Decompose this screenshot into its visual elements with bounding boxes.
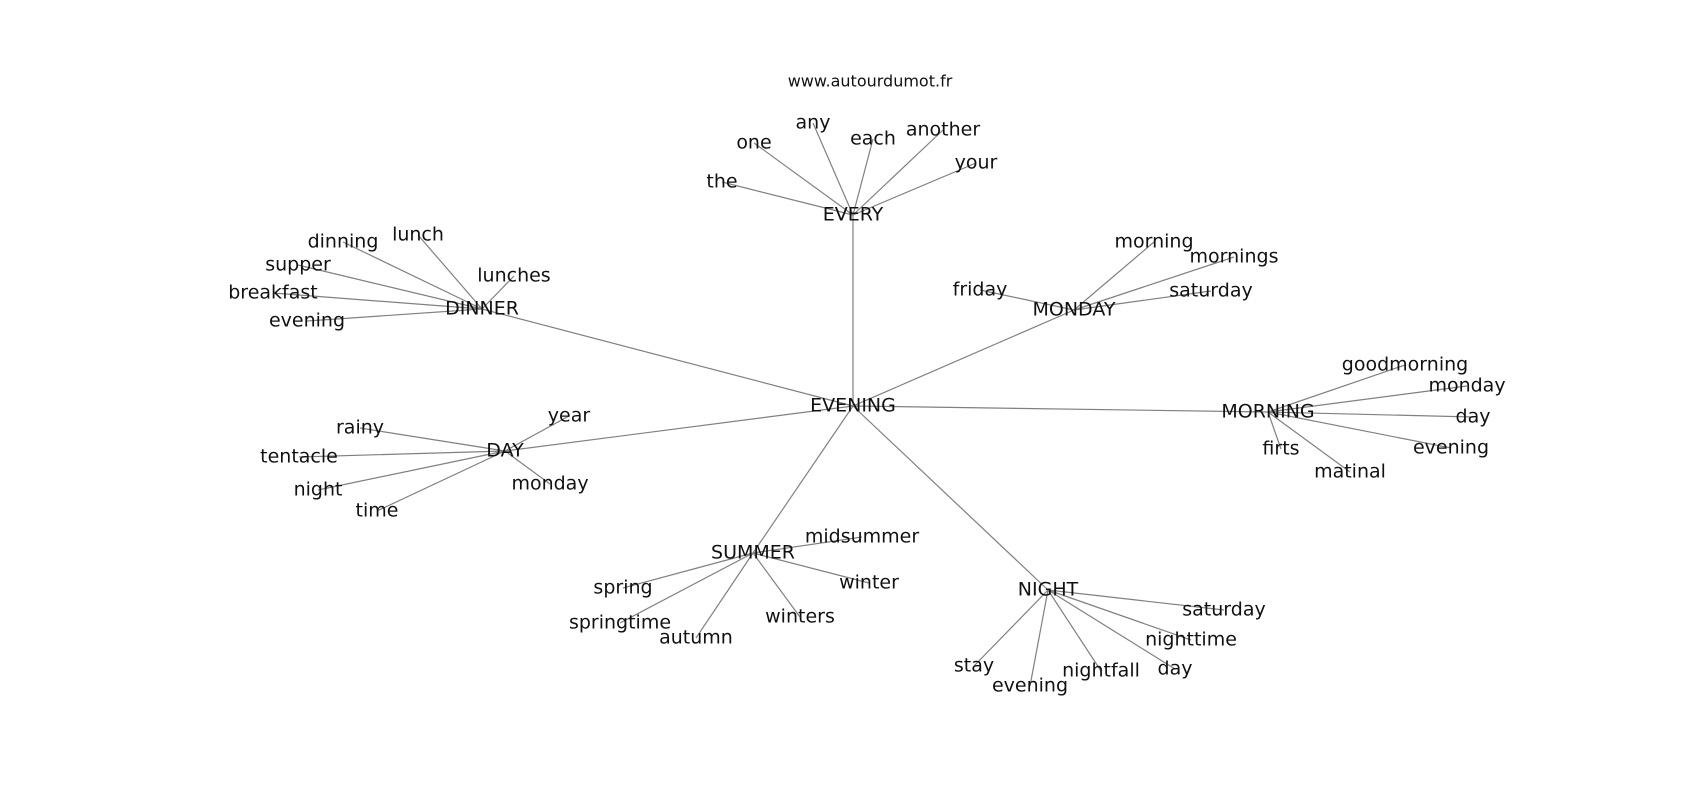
leaf-node-night-stay: stay [954, 655, 994, 677]
edge-every-another [852, 129, 944, 216]
leaf-node-morning-goodmorning: goodmorning [1342, 354, 1468, 376]
edge-night-day [1047, 589, 1176, 670]
leaf-node-dinner-lunch: lunch [392, 224, 444, 246]
leaf-node-day-tentacle: tentacle [260, 446, 338, 468]
leaf-node-night-day: day [1158, 658, 1193, 680]
edge-dinner-supper [297, 264, 483, 310]
edge-day-monday [504, 450, 551, 485]
leaf-node-every-any: any [796, 112, 831, 134]
edge-summer-autumn [695, 552, 754, 639]
edge-day-time [376, 450, 506, 512]
edge-night-nighttime [1047, 589, 1192, 641]
leaf-node-night-saturday: saturday [1182, 599, 1265, 621]
edge-summer-springtime [619, 552, 754, 624]
edge-every-your [852, 162, 977, 216]
leaf-node-day-time: time [356, 500, 399, 522]
edge-morning-day [1267, 411, 1474, 418]
hub-node-summer: SUMMER [711, 542, 795, 564]
edge-monday-morning [1073, 241, 1155, 311]
hub-node-night: NIGHT [1018, 579, 1079, 601]
edge-summer-winters [752, 552, 801, 618]
edge-morning-goodmorning [1267, 364, 1406, 413]
leaf-node-morning-matinal: matinal [1314, 461, 1386, 483]
edge-day-year [504, 415, 570, 452]
leaf-node-morning-monday: monday [1428, 375, 1505, 397]
edge-every-one [753, 142, 854, 216]
center-node: EVENING [810, 395, 896, 417]
leaf-node-monday-morning: morning [1114, 231, 1193, 253]
edge-night-evening [1029, 589, 1049, 687]
edge-center-morning [852, 405, 1269, 413]
leaf-node-dinner-evening: evening [269, 310, 345, 332]
edge-morning-monday [1267, 385, 1468, 413]
edge-dinner-lunches [481, 275, 515, 310]
leaf-node-monday-friday: friday [953, 279, 1008, 301]
edge-dinner-evening [306, 308, 483, 322]
leaf-node-summer-winter: winter [839, 572, 899, 594]
leaf-node-every-another: another [906, 119, 980, 141]
edge-summer-spring [622, 552, 754, 589]
hub-node-dinner: DINNER [445, 298, 519, 320]
leaf-node-every-one: one [736, 132, 771, 154]
edge-every-any [812, 122, 854, 216]
edge-center-summer [752, 405, 854, 554]
leaf-node-day-monday: monday [511, 473, 588, 495]
leaf-node-summer-autumn: autumn [659, 627, 733, 649]
edge-day-tentacle [298, 450, 506, 458]
edge-center-monday [852, 309, 1075, 407]
edge-day-rainy [359, 427, 506, 452]
edge-morning-matinal [1267, 411, 1351, 473]
edge-dinner-dinning [342, 241, 483, 310]
site-url: www.autourdumot.fr [788, 72, 953, 91]
leaf-node-summer-springtime: springtime [569, 612, 671, 634]
leaf-node-dinner-supper: supper [265, 254, 331, 276]
leaf-node-every-your: your [955, 152, 998, 174]
leaf-node-night-evening: evening [992, 675, 1068, 697]
leaf-node-monday-saturday: saturday [1169, 280, 1252, 302]
edge-every-each [852, 138, 874, 216]
hub-node-day: DAY [486, 440, 524, 462]
edge-monday-saturday [1073, 290, 1212, 311]
edge-summer-midsummer [752, 536, 863, 554]
leaf-node-monday-mornings: mornings [1190, 246, 1279, 268]
leaf-node-night-nightfall: nightfall [1062, 660, 1140, 682]
leaf-node-dinner-lunches: lunches [477, 265, 550, 287]
edge-monday-mornings [1073, 256, 1235, 311]
edge-every-the [721, 181, 854, 216]
leaf-node-morning-firts: firts [1262, 438, 1299, 460]
hub-node-monday: MONDAY [1033, 299, 1116, 321]
edge-monday-friday [979, 289, 1075, 311]
leaf-node-dinner-breakfast: breakfast [228, 282, 317, 304]
leaf-node-day-rainy: rainy [336, 417, 384, 439]
edge-day-night [317, 450, 506, 491]
leaf-node-day-night: night [294, 479, 343, 501]
hub-node-every: EVERY [823, 204, 884, 226]
leaf-node-every-the: the [706, 171, 737, 193]
edge-morning-firts [1267, 411, 1282, 450]
leaf-node-every-each: each [850, 128, 896, 150]
edge-dinner-lunch [417, 234, 483, 310]
edge-center-night [852, 405, 1049, 591]
leaf-node-morning-evening: evening [1413, 437, 1489, 459]
hub-node-morning: MORNING [1221, 401, 1314, 423]
edge-summer-winter [752, 552, 870, 584]
leaf-node-summer-winters: winters [765, 606, 835, 628]
leaf-node-night-nighttime: nighttime [1145, 629, 1237, 651]
edge-night-saturday [1047, 589, 1225, 611]
edge-night-stay [973, 589, 1049, 667]
edge-center-dinner [481, 308, 854, 407]
graph-edges [272, 122, 1474, 687]
edge-morning-evening [1267, 411, 1452, 449]
leaf-node-morning-day: day [1456, 406, 1491, 428]
leaf-node-day-year: year [548, 405, 591, 427]
edge-night-nightfall [1047, 589, 1102, 672]
leaf-node-summer-spring: spring [593, 577, 652, 599]
edge-center-day [504, 405, 854, 452]
leaf-node-summer-midsummer: midsummer [805, 526, 919, 548]
leaf-node-dinner-dinning: dinning [308, 231, 379, 253]
edge-dinner-breakfast [272, 292, 483, 310]
